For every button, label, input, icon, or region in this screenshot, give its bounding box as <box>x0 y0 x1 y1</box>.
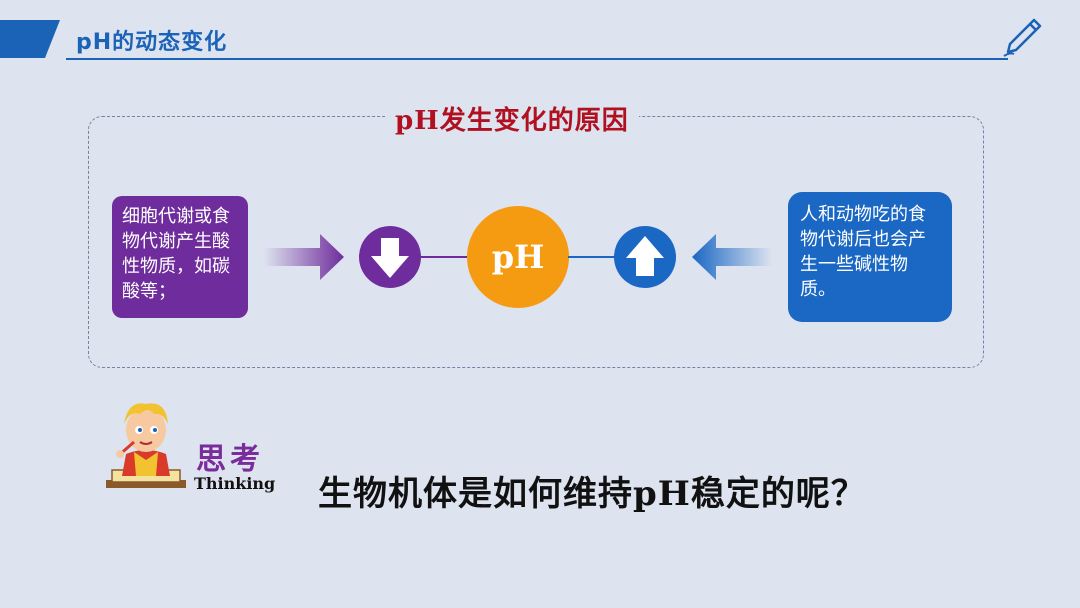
pen-icon <box>1003 18 1042 57</box>
base-flow-arrow-icon <box>692 234 772 280</box>
thinking-title-cn: 思考 <box>196 442 264 477</box>
increase-indicator <box>614 226 676 288</box>
left-connector <box>421 256 469 258</box>
down-arrow-icon <box>371 238 409 278</box>
cause-frame-title: pH发生变化的原因 <box>385 100 639 137</box>
thinking-question: 生物机体是如何维持pH稳定的呢？ <box>318 474 866 514</box>
acid-flow-arrow-icon <box>264 234 344 280</box>
header-accent-bar <box>0 20 60 58</box>
base-source-box: 人和动物吃的食物代谢后也会产生一些碱性物质。 <box>788 192 952 322</box>
up-arrow-icon <box>626 236 664 276</box>
acid-source-box: 细胞代谢或食物代谢产生酸性物质，如碳酸等； <box>112 196 248 318</box>
right-connector <box>568 256 616 258</box>
page-title: pH的动态变化 <box>76 30 228 55</box>
ph-center-circle: pH <box>467 206 569 308</box>
thinking-title-en: Thinking <box>194 474 276 493</box>
header-underline <box>66 58 1008 60</box>
thinking-kid-icon <box>106 403 186 488</box>
decrease-indicator <box>359 226 421 288</box>
